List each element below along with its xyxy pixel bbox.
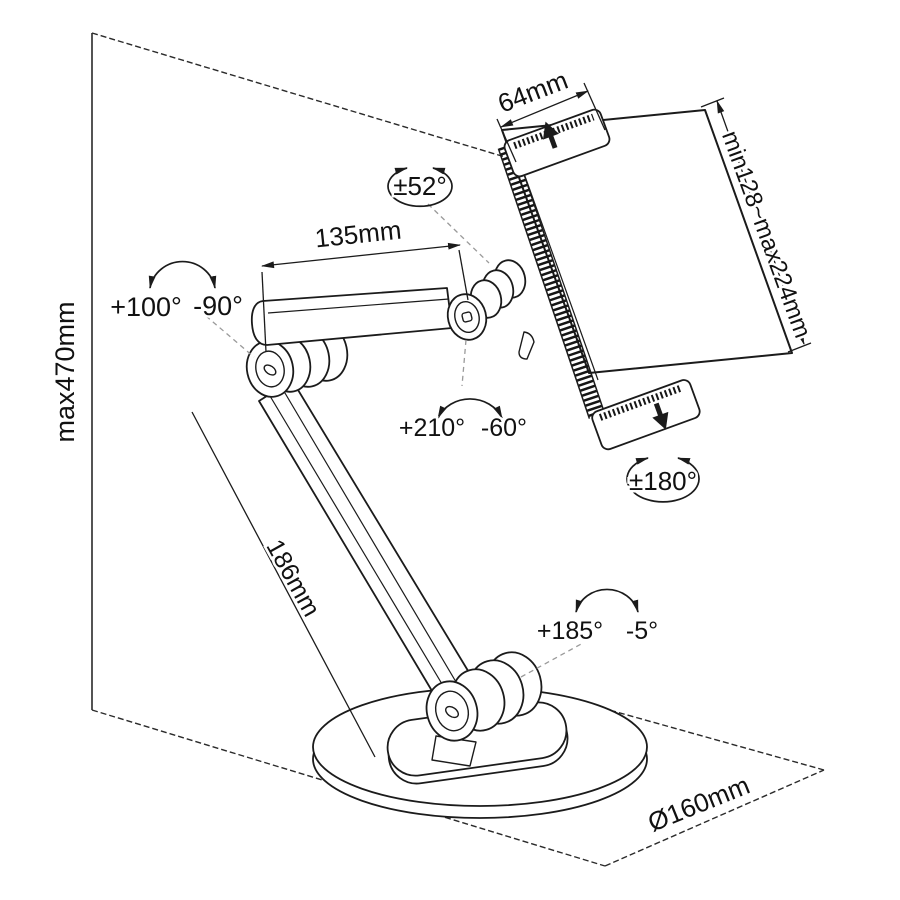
pointer-elbow <box>205 315 255 358</box>
floor-front-right-edge <box>604 769 825 867</box>
base-hinge-joint <box>425 651 543 767</box>
bracket-hook <box>518 331 535 360</box>
dim-label-upper-arm: 135mm <box>313 215 402 254</box>
angle-label-base-minus: -5° <box>626 617 658 645</box>
perspective-frame <box>91 32 825 867</box>
dim-upper-arm <box>261 242 469 353</box>
dim-label-lower-arm: 186mm <box>261 535 326 621</box>
arc-wrist-rotation <box>437 398 503 419</box>
angle-label-wrist-plus: +210° <box>399 414 465 442</box>
wrist-joint <box>446 259 527 341</box>
upper-arm <box>250 287 453 346</box>
wall-top-edge <box>91 32 506 158</box>
tablet-stand-drawing <box>191 108 793 819</box>
spring-arrow-down-icon <box>652 402 669 430</box>
arc-base-tilt <box>575 588 639 613</box>
dim-line-lower-arm <box>191 411 376 758</box>
arc-bracket-tilt <box>387 167 453 208</box>
dimension-annotations <box>261 82 812 353</box>
pointer-base <box>520 642 584 678</box>
floor-front-left-edge <box>91 709 606 867</box>
angle-label-elbow-minus: -90° <box>193 291 243 321</box>
tablet-bottom-clamp <box>591 379 701 451</box>
dim-label-base-diameter: Ø160mm <box>643 770 753 838</box>
wrist-axle-hole <box>461 311 473 323</box>
arc-screen-rotation <box>626 457 700 503</box>
arc-elbow-rotation <box>148 260 217 289</box>
angle-label-bracket-tilt: ±52° <box>393 171 447 201</box>
pointer-wrist <box>461 339 467 387</box>
hinge-axle-hole <box>445 705 459 719</box>
dim-clamp-width <box>496 82 606 163</box>
hinge-step <box>431 735 477 767</box>
tablet-rail <box>497 143 606 419</box>
elbow-axle-hole <box>263 364 277 376</box>
pointer-bracket <box>427 203 490 264</box>
angle-label-screen-rotation: ±180° <box>629 466 697 496</box>
dim-label-max-height: max470mm <box>50 301 80 442</box>
dim-tablet-range <box>700 97 812 353</box>
angle-label-base-plus: +185° <box>537 617 603 645</box>
angle-label-elbow-plus: +100° <box>110 292 182 322</box>
angle-label-wrist-minus: -60° <box>481 414 527 442</box>
floor-back-right-edge <box>612 710 825 771</box>
angle-annotations <box>148 167 700 678</box>
elbow-joint <box>245 322 349 398</box>
dim-label-clamp-width: 64mm <box>494 65 572 119</box>
